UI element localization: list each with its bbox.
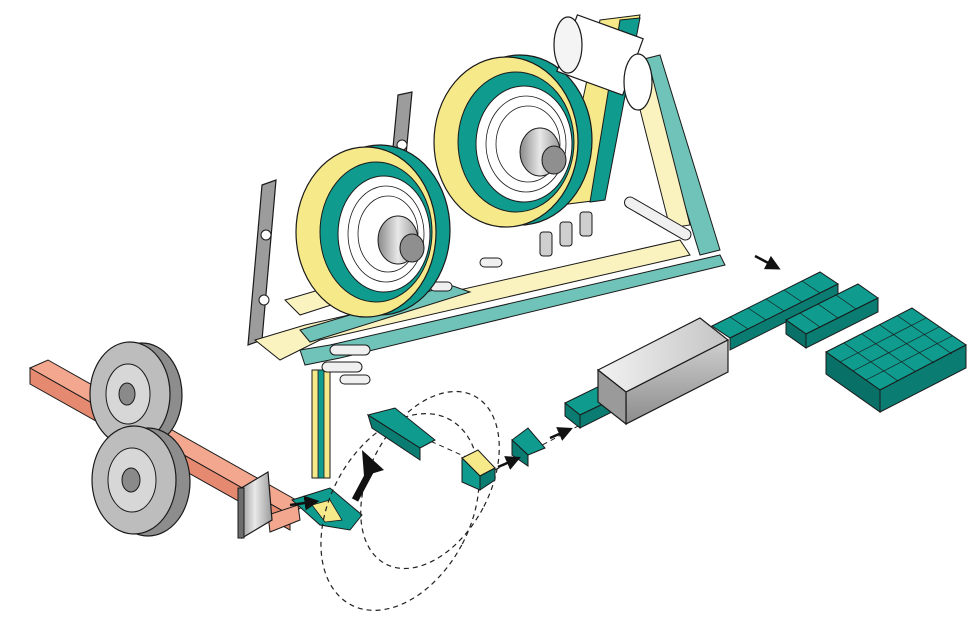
arrow-up-head (362, 450, 384, 476)
top-drum (553, 14, 653, 111)
tape-reel-left (295, 144, 451, 318)
output-row (711, 271, 839, 351)
arrow-step-2 (549, 427, 573, 441)
guide-rollers (321, 196, 692, 385)
folded-segment-2 (461, 449, 496, 491)
roller-top (89, 341, 183, 448)
shear-cutter (237, 470, 273, 540)
arrow-output (754, 254, 781, 270)
product-stack-row (785, 283, 879, 349)
forming-rollers (89, 341, 191, 537)
curing-oven (596, 317, 730, 426)
product-stack-block (825, 307, 967, 413)
tape-reel-right (433, 54, 593, 228)
roller-bottom (91, 425, 191, 537)
arrow-step-1 (497, 456, 521, 470)
folded-segment-1 (366, 407, 436, 461)
folding-head (289, 487, 363, 531)
process-arrows (351, 254, 781, 502)
folded-segment-3 (511, 427, 546, 467)
